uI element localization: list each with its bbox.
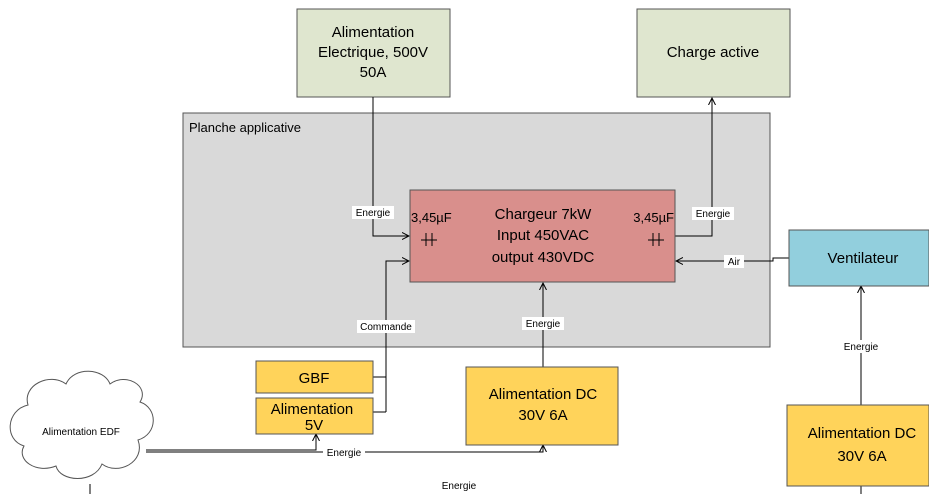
capacitor-icon-left <box>421 233 437 246</box>
node-line-1: Chargeur 7kW <box>495 206 593 223</box>
node-box <box>786 404 929 487</box>
node-line-1: Alimentation DC <box>808 425 917 442</box>
node-box <box>636 8 791 98</box>
node-alimentation-dc-mid: Alimentation DC 30V 6A <box>465 366 619 446</box>
edge-label-energie-edf: Energie <box>327 448 362 459</box>
node-box <box>409 189 676 283</box>
node-line-1: Ventilateur <box>828 250 899 267</box>
board-title: Planche applicative <box>189 120 301 135</box>
node-line-2: Input 450VAC <box>497 227 589 244</box>
node-line-2: Electrique, 500V <box>318 44 428 61</box>
node-alimentation-electrique: Alimentation Electrique, 500V 50A <box>296 8 451 98</box>
node-ventilateur: Ventilateur <box>788 229 929 287</box>
edge-label-energie-out: Energie <box>696 209 731 220</box>
node-box <box>255 360 374 394</box>
cloud-icon <box>9 370 154 479</box>
node-box <box>255 397 374 435</box>
node-alimentation-dc-right: Alimentation DC 30V 6A <box>786 404 929 487</box>
node-chargeur: Chargeur 7kW Input 450VAC output 430VDC … <box>409 189 676 283</box>
node-line-3: 50A <box>360 64 387 81</box>
capacitor-label-left: 3,45µF <box>411 210 452 225</box>
node-alimentation-edf: Alimentation EDF <box>9 370 154 479</box>
edge-energie-out <box>675 98 712 237</box>
edge-label-commande: Commande <box>360 322 412 333</box>
node-box <box>465 366 619 446</box>
node-line-1: Alimentation EDF <box>42 427 120 438</box>
node-alimentation-5v: Alimentation 5V <box>255 397 374 435</box>
node-line-1: GBF <box>299 370 330 387</box>
edge-label-energie-in: Energie <box>356 208 391 219</box>
node-line-2: 5V <box>305 417 323 434</box>
node-line-1: Charge active <box>667 44 760 61</box>
node-line-2: 30V 6A <box>837 448 886 465</box>
edge-label-air: Air <box>728 257 741 268</box>
edge-energie-in <box>372 97 409 236</box>
edge-label-energie-dc-mid: Energie <box>526 319 561 330</box>
node-line-1: Alimentation DC <box>489 386 598 403</box>
node-line-1: Alimentation <box>271 401 354 418</box>
node-box <box>788 229 929 287</box>
capacitor-icon-right <box>648 233 664 246</box>
capacitor-label-right: 3,45µF <box>633 210 674 225</box>
node-charge-active: Charge active <box>636 8 791 98</box>
edge-label-energie-bottom: Energie <box>442 481 477 492</box>
node-line-2: 30V 6A <box>518 407 567 424</box>
node-gbf: GBF <box>255 360 374 394</box>
edge-label-energie-dc-right: Energie <box>844 342 879 353</box>
node-line-1: Alimentation <box>332 24 415 41</box>
edge-commande <box>373 261 409 378</box>
node-line-3: output 430VDC <box>492 249 595 266</box>
edge-edf-to-5v <box>146 434 316 451</box>
edge-labels: Energie Energie Air Commande Energie Ene… <box>323 206 882 492</box>
edge-edf-to-dc <box>146 445 543 453</box>
